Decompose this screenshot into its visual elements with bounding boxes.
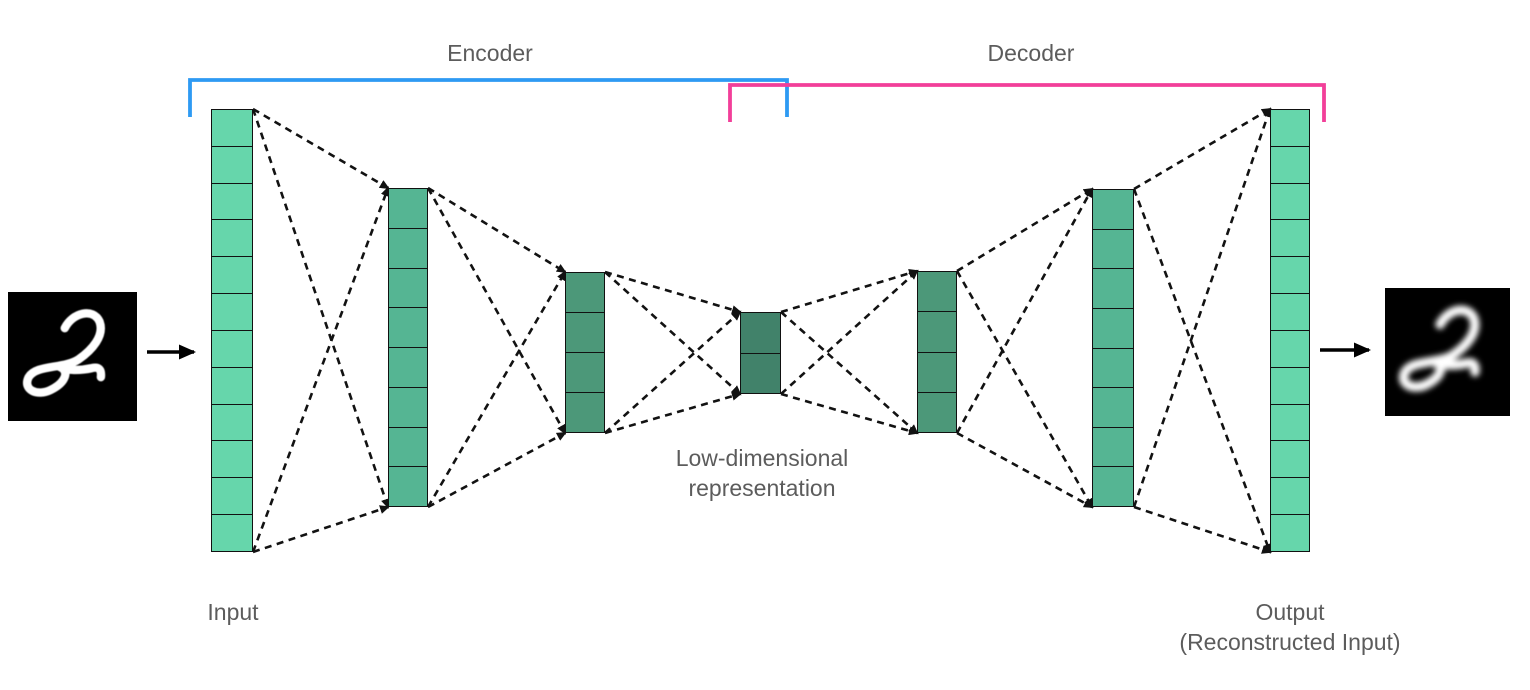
layer-cell	[212, 219, 252, 256]
layer-cell	[1271, 110, 1309, 146]
connection-line	[956, 431, 1094, 509]
layer-cell	[1271, 403, 1309, 441]
layer-cell	[1271, 477, 1309, 514]
encoder-hidden-2	[565, 272, 605, 433]
layer-cell	[1093, 466, 1133, 506]
layer-cell	[212, 182, 252, 220]
layer-cell	[212, 256, 252, 293]
layer-cell	[389, 347, 427, 387]
encoder-label: Encoder	[447, 40, 533, 66]
layer-cell	[566, 312, 604, 352]
layer-cell	[566, 392, 604, 432]
decoder-hidden-1	[917, 271, 957, 433]
layer-cell	[1271, 514, 1309, 551]
layer-cell	[1271, 256, 1309, 293]
connection-line	[252, 107, 390, 190]
layer-cell	[1271, 219, 1309, 256]
layer-cell	[389, 307, 427, 347]
layer-cell	[212, 293, 252, 330]
layer-cell	[212, 403, 252, 441]
connection-line	[780, 311, 919, 435]
layer-cell	[918, 351, 956, 392]
layer-cell	[212, 145, 252, 183]
layer-cell	[1093, 426, 1133, 467]
layer-cell	[1093, 190, 1133, 229]
bottleneck-label-line2: representation	[688, 475, 836, 501]
bottleneck-label-line1: Low-dimensional	[675, 445, 849, 471]
layer-cell	[212, 329, 252, 367]
connection-line	[1133, 505, 1272, 554]
connection-line	[780, 269, 919, 314]
decoder-label: Decoder	[987, 40, 1075, 66]
output-label-line1: Output	[1255, 599, 1325, 625]
input-label: Input	[207, 599, 259, 625]
layer-cell	[212, 440, 252, 477]
handwritten-2-glyph	[23, 309, 106, 397]
connection-line	[1132, 188, 1272, 554]
layer-cell	[1271, 145, 1309, 183]
connection-line	[780, 269, 919, 395]
reconstructed-digit-image	[1385, 288, 1510, 416]
layer-cell	[1093, 347, 1133, 388]
input-digit-image	[8, 292, 137, 421]
layer-cell	[1093, 307, 1133, 348]
connection-line	[780, 392, 919, 436]
layer-cell	[566, 273, 604, 312]
layer-cell	[389, 267, 427, 308]
connection-line	[1133, 107, 1272, 191]
layer-cell	[212, 110, 252, 146]
connection-line	[251, 186, 390, 553]
decoder-hidden-2	[1092, 189, 1134, 507]
connection-line	[252, 505, 390, 554]
blurred-2-glyph	[1398, 305, 1480, 392]
layer-cell	[918, 311, 956, 351]
connection-line	[426, 187, 567, 435]
layer-cell	[741, 352, 780, 394]
output-label-line2: (Reconstructed Input)	[1179, 629, 1401, 655]
layer-cell	[212, 366, 252, 404]
layer-cell	[212, 477, 252, 514]
encoder-hidden-1	[388, 188, 428, 507]
layer-cell	[1271, 293, 1309, 330]
layer-cell	[389, 189, 427, 228]
output-label: Output (Reconstructed Input)	[1179, 597, 1400, 657]
layer-cell	[566, 352, 604, 392]
layer-cell	[212, 514, 252, 551]
connection-line	[426, 270, 567, 508]
connection-line	[604, 391, 742, 435]
connection-line	[1132, 107, 1272, 508]
layer-cell	[1271, 440, 1309, 477]
layer-cell	[1271, 329, 1309, 367]
layer-cell	[741, 313, 780, 353]
layer-cell	[1271, 182, 1309, 220]
decoder-bracket	[728, 83, 1326, 122]
connection-line	[955, 187, 1094, 434]
layer-cell	[1093, 387, 1133, 427]
layer-cell	[918, 391, 956, 432]
connection-line	[604, 310, 742, 434]
output-layer	[1270, 109, 1310, 552]
connection-line	[604, 271, 742, 396]
layer-cell	[389, 426, 427, 467]
bottleneck-label: Low-dimensional representation	[676, 443, 849, 503]
layer-cell	[918, 272, 956, 311]
input-layer	[211, 109, 253, 552]
connection-line	[956, 187, 1094, 273]
connection-line	[427, 186, 567, 274]
connection-line	[427, 431, 567, 509]
connection-line	[604, 270, 742, 315]
connection-line	[251, 108, 390, 509]
latent-layer	[740, 312, 781, 394]
layer-cell	[1271, 366, 1309, 404]
layer-cell	[389, 227, 427, 268]
layer-cell	[389, 386, 427, 427]
connection-line	[955, 270, 1094, 509]
encoder-bracket	[188, 78, 789, 117]
layer-cell	[1093, 268, 1133, 308]
layer-cell	[389, 466, 427, 506]
layer-cell	[1093, 228, 1133, 269]
